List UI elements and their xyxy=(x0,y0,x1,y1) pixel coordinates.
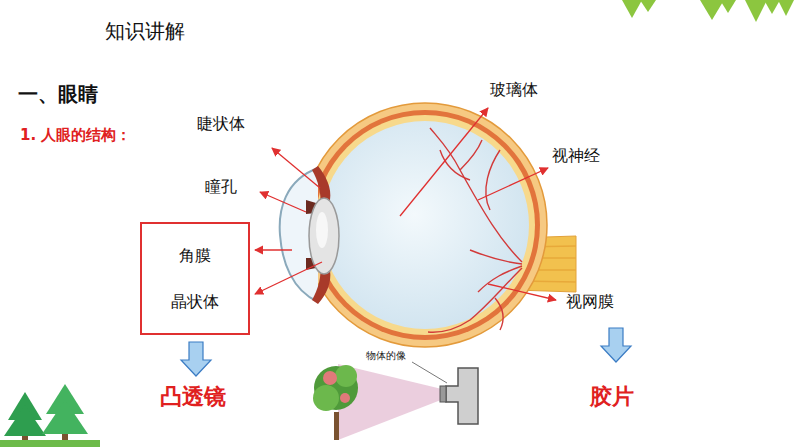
part-name: 玻璃体 xyxy=(490,80,538,99)
blue-arrows xyxy=(181,328,631,376)
part-name: 晶状体 xyxy=(171,292,219,311)
grass-decoration xyxy=(622,0,794,22)
tree-decoration xyxy=(0,384,100,447)
section-heading: 一、眼睛 xyxy=(18,82,98,106)
blood-vessels xyxy=(428,128,522,332)
analogy-label: 胶片 xyxy=(590,384,634,410)
part-name: 角膜 xyxy=(179,246,211,265)
part-name: 瞳孔 xyxy=(205,177,237,196)
subheading: 1. 人眼的结构： xyxy=(20,126,131,144)
lens-group-box: 角膜晶状体 xyxy=(140,222,250,335)
leader-arrows xyxy=(255,108,556,300)
image-note: 物体的像 xyxy=(366,350,406,362)
slide-title: 知识讲解 xyxy=(105,19,185,43)
part-name: 睫状体 xyxy=(197,114,245,133)
front-of-eye xyxy=(280,166,339,304)
eyeball xyxy=(303,103,547,347)
analogy-label: 凸透镜 xyxy=(160,384,226,410)
part-name: 视神经 xyxy=(552,146,600,165)
camera-illustration xyxy=(313,362,478,440)
part-name: 视网膜 xyxy=(566,292,614,311)
